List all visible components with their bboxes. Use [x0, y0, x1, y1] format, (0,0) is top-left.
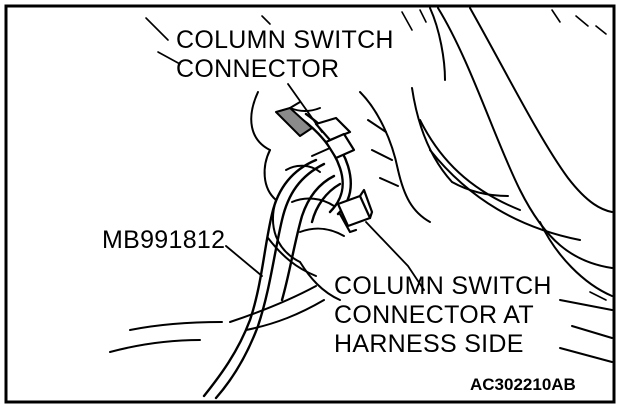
harness-side-connector — [336, 188, 374, 234]
leader-tool — [225, 245, 263, 277]
figure-code-id: AC302210 — [470, 375, 552, 394]
figure-frame — [4, 4, 616, 404]
figure-code: AC302210AB — [470, 376, 576, 394]
label-column-switch-connector: COLUMN SWITCH CONNECTOR — [176, 26, 394, 84]
leader-column-switch-connector — [287, 83, 323, 133]
leader-lines — [225, 83, 425, 291]
label-harness-side-line1: COLUMN SWITCH — [334, 272, 552, 300]
label-column-switch-connector-line1: COLUMN SWITCH — [176, 26, 394, 54]
label-column-switch-connector-line2: CONNECTOR — [176, 55, 340, 83]
hatch-strokes — [145, 9, 607, 301]
leader-harness-side — [365, 221, 425, 291]
label-harness-side-line2: CONNECTOR AT — [334, 301, 534, 329]
label-tool-mb991812: MB991812 — [102, 226, 226, 254]
figure-code-suffix: AB — [551, 375, 576, 394]
column-switch-connector — [314, 116, 356, 160]
label-harness-side-connector: COLUMN SWITCH CONNECTOR AT HARNESS SIDE — [334, 272, 552, 359]
probe-tip — [275, 101, 313, 137]
dash-panel — [109, 91, 431, 353]
label-harness-side-line3: HARNESS SIDE — [334, 330, 524, 358]
steering-column-shroud — [411, 7, 613, 363]
